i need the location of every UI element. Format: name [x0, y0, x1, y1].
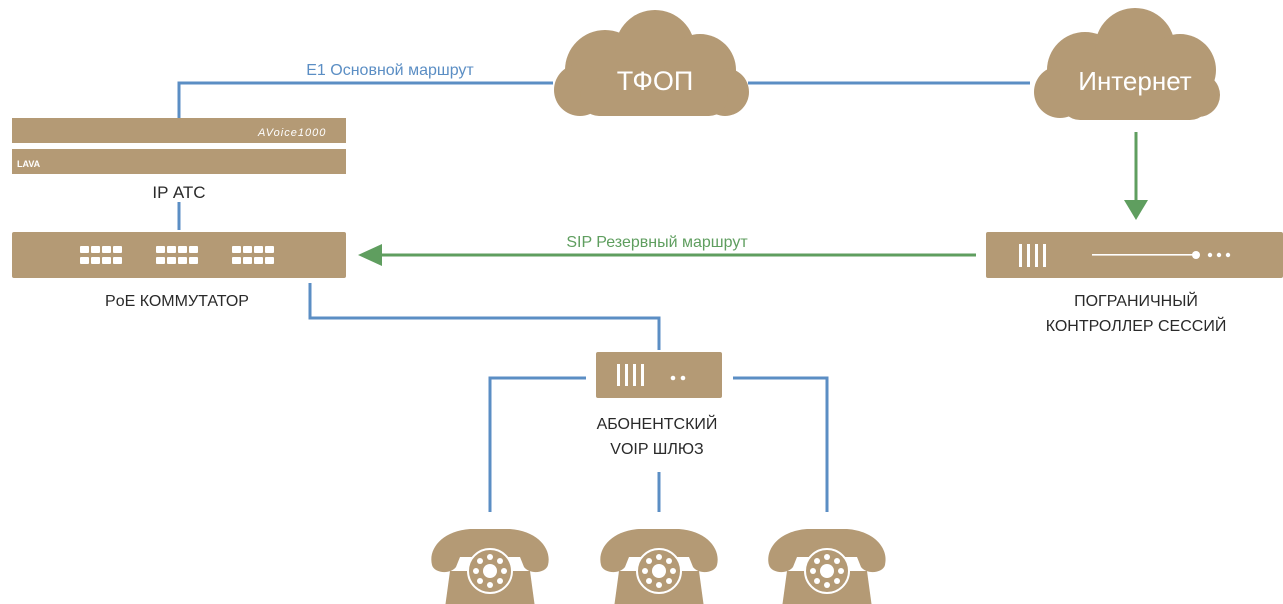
sbc-icon — [986, 232, 1283, 278]
sbc-label-line2: КОНТРОЛЛЕР СЕССИЙ — [1046, 316, 1227, 335]
sbc-label-line1: ПОГРАНИЧНЫЙ — [1074, 291, 1198, 310]
gateway-label-line2: VOIP ШЛЮЗ — [610, 441, 703, 458]
pbx-brand-text: AVoice1000 — [257, 127, 326, 139]
rotary-phone-icon — [600, 529, 718, 604]
poe-switch-label: PoE КОММУТАТОР — [105, 293, 249, 310]
gateway-label-line1: АБОНЕНТСКИЙ — [597, 414, 718, 433]
sip-backup-route-label: SIP Резервный маршрут — [566, 234, 748, 251]
switch-icon — [12, 232, 346, 278]
sip-backup-arrowhead — [358, 244, 382, 266]
gateway-phone-right-link — [733, 376, 829, 512]
gateway-icon — [596, 352, 722, 398]
ip-pbx-label: IP АТС — [152, 183, 205, 202]
e1-primary-route-line — [177, 81, 553, 118]
internet-cloud-label: Интернет — [1078, 66, 1192, 96]
gateway-phone-left-link — [488, 376, 586, 512]
e1-primary-route-label: E1 Основной маршрут — [306, 62, 474, 79]
pbx-rack-icon — [12, 118, 346, 174]
rotary-phone-icon — [768, 529, 886, 604]
pstn-cloud-label: ТФОП — [617, 66, 694, 96]
internet-cloud — [1034, 8, 1220, 120]
switch-gateway-link — [308, 283, 661, 350]
pstn-cloud — [554, 10, 749, 116]
internet-sbc-arrowhead — [1124, 200, 1148, 220]
rotary-phone-icon — [431, 529, 549, 604]
pbx-logo-text: LAVA — [17, 159, 41, 169]
